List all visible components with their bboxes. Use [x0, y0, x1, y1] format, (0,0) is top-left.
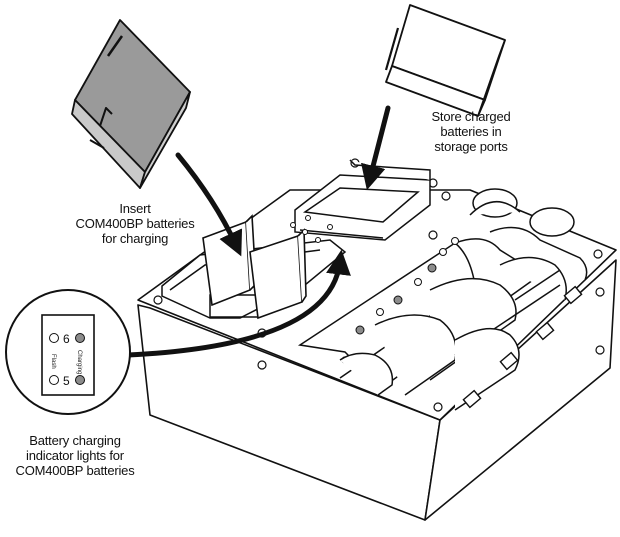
- battery-charged: [386, 5, 505, 116]
- flash-led-6: [50, 334, 59, 343]
- lights-callout: Battery charging indicator lights for CO…: [0, 433, 150, 478]
- flash-led-5: [50, 376, 59, 385]
- slot-number-top: 6: [63, 332, 70, 346]
- charging-led-5: [76, 376, 85, 385]
- indicator-magnifier: 6 5 Flash Charging: [6, 290, 130, 414]
- charging-label: Charging: [76, 350, 82, 374]
- flash-label: Flash: [50, 354, 56, 369]
- slot-number-bottom: 5: [63, 374, 70, 388]
- charging-led-6: [76, 334, 85, 343]
- store-callout: Store charged batteries in storage ports: [406, 109, 536, 154]
- insert-callout: Insert COM400BP batteries for charging: [60, 201, 210, 246]
- battery-charging: [72, 20, 190, 188]
